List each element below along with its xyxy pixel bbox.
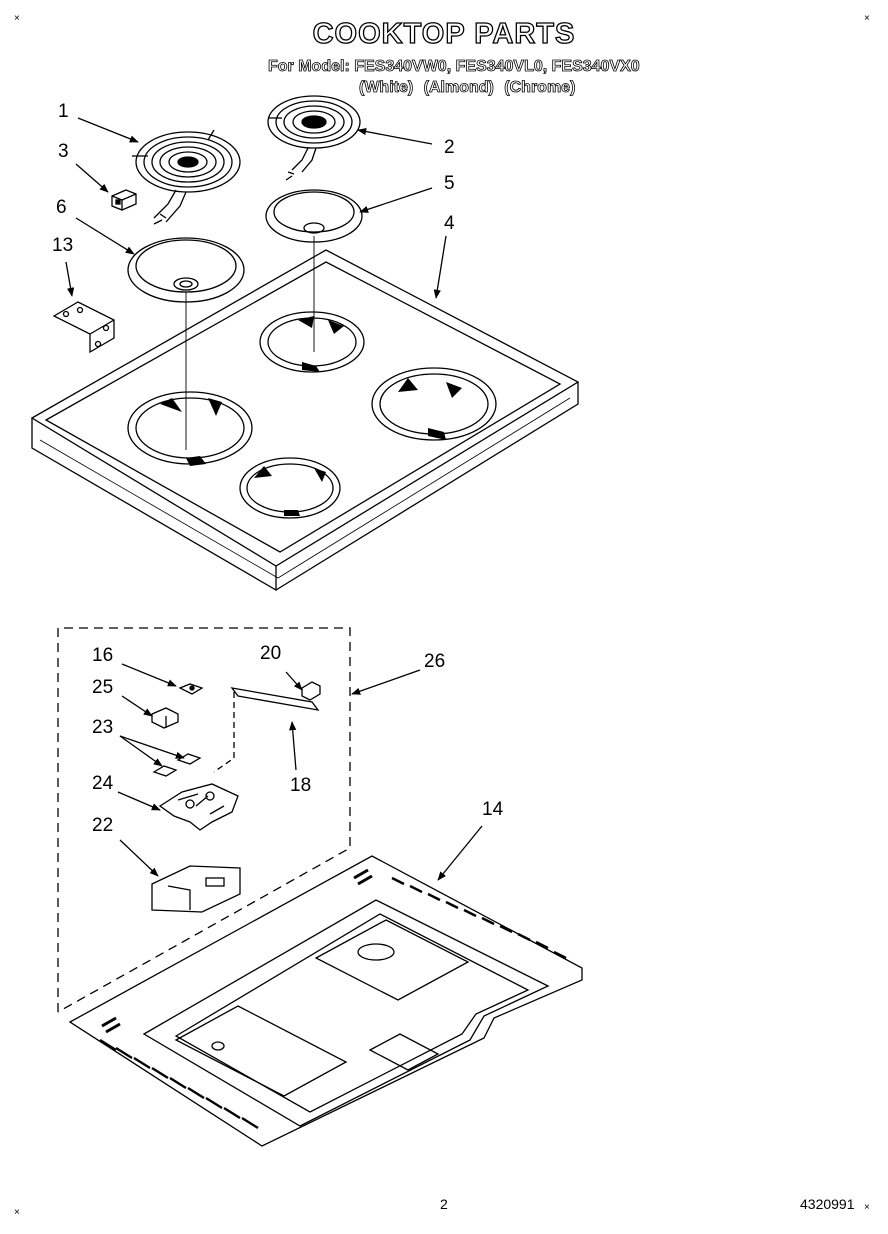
callout-16: 16: [92, 645, 114, 666]
switch-assembly-parts: [151, 681, 321, 913]
page-number: 2: [440, 1196, 448, 1212]
model-list: For Model: FES340VW0, FES340VL0, FES340V…: [268, 58, 640, 76]
drip-bowl-8in: [127, 237, 245, 303]
callout-22: 22: [92, 815, 114, 836]
callout-23: 23: [92, 717, 114, 738]
callout-6: 6: [56, 197, 67, 218]
burner-opening-right-back: [371, 367, 497, 441]
corner-mark: ×: [14, 13, 20, 24]
page-title: COOKTOP PARTS: [312, 17, 576, 50]
surface-element-6in: [267, 95, 361, 181]
corner-mark: ×: [864, 1202, 870, 1213]
color-variants: (White) (Almond) (Chrome): [359, 79, 576, 97]
callout-4: 4: [444, 213, 455, 234]
burner-opening-right-front: [239, 457, 341, 519]
callout-13: 13: [52, 235, 74, 256]
corner-mark: ×: [864, 13, 870, 24]
callout-24: 24: [92, 773, 114, 794]
element-receptacle: [111, 189, 137, 211]
callout-18: 18: [290, 775, 312, 796]
callout-26: 26: [424, 651, 446, 672]
callout-2: 2: [444, 137, 455, 158]
assembly-boundary: [57, 627, 351, 1013]
drip-bowl-6in: [265, 189, 363, 243]
surface-element-8in: [132, 129, 241, 225]
callout-5: 5: [444, 173, 455, 194]
corner-mark: ×: [14, 1207, 20, 1218]
leader-lines-bottom: [117, 663, 483, 881]
receptacle-bracket: [52, 301, 115, 354]
cooktop-panel: [30, 236, 580, 592]
burner-opening-left-back: [259, 311, 365, 373]
callout-20: 20: [260, 643, 282, 664]
leader-lines-top: [65, 117, 447, 299]
callout-3: 3: [58, 141, 69, 162]
burner-opening-left-front: [127, 391, 253, 466]
callout-25: 25: [92, 677, 114, 698]
cooktop-tray: [68, 855, 583, 1147]
document-number: 4320991: [800, 1196, 855, 1212]
callout-1: 1: [58, 101, 69, 122]
callout-14: 14: [482, 799, 504, 820]
